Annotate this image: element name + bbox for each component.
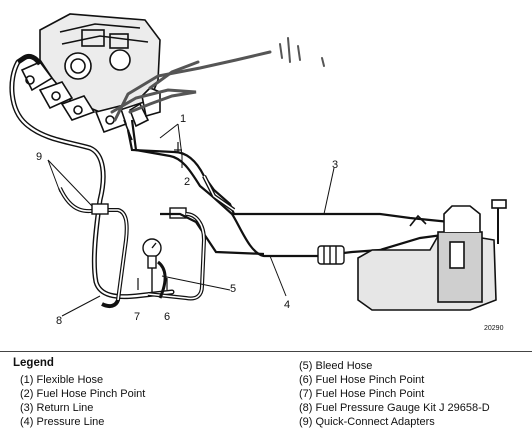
callout-1: 1: [180, 113, 186, 125]
engine-hose-line: [16, 53, 43, 66]
pressure-line: [130, 119, 451, 258]
legend-item-quick-connect-adapters: (9) Quick-Connect Adapters: [299, 416, 435, 428]
callout-leaders: [47, 123, 335, 317]
engine-throttle-body-drawing: [20, 13, 161, 141]
callout-7: 7: [134, 311, 140, 323]
fuel-pressure-gauge: [142, 238, 162, 292]
callout-9: 9: [36, 151, 42, 163]
handwritten-scribble: [110, 37, 325, 122]
quick-connect-adapter-1: [91, 203, 109, 215]
callout-8: 8: [56, 315, 62, 327]
callout-3: 3: [332, 159, 338, 171]
fuel-filter: [317, 245, 345, 265]
figure-id: 20290: [484, 325, 504, 332]
bleed-hose: [156, 260, 167, 299]
legend-item-fuel-hose-pinch-point-6: (6) Fuel Hose Pinch Point: [299, 374, 425, 386]
legend-item-fuel-hose-pinch-point-7: (7) Fuel Hose Pinch Point: [299, 388, 425, 400]
legend-item-flexible-hose: (1) Flexible Hose: [20, 374, 104, 386]
fuel-system-diagram: 1 2 3 4 5 6 7 8 9 20290: [9, 13, 507, 332]
legend-item-bleed-hose: (5) Bleed Hose: [299, 360, 373, 372]
legend-divider: [0, 351, 532, 352]
callout-4: 4: [284, 299, 290, 311]
legend-item-pressure-line: (4) Pressure Line: [20, 416, 105, 428]
legend-item-fuel-hose-pinch-point-2: (2) Fuel Hose Pinch Point: [20, 388, 146, 400]
return-line: [126, 129, 451, 224]
legend-item-return-line: (3) Return Line: [20, 402, 94, 414]
pinch-point-markers: [137, 142, 182, 290]
fuel-tank: [357, 199, 507, 311]
legend-item-fuel-pressure-gauge-kit: (8) Fuel Pressure Gauge Kit J 29658-D: [299, 402, 490, 414]
legend: Legend (1) Flexible Hose (2) Fuel Hose P…: [6, 357, 526, 433]
legend-title: Legend: [13, 357, 54, 369]
callout-6: 6: [164, 311, 170, 323]
callout-2: 2: [184, 176, 190, 188]
callout-5: 5: [230, 283, 236, 295]
